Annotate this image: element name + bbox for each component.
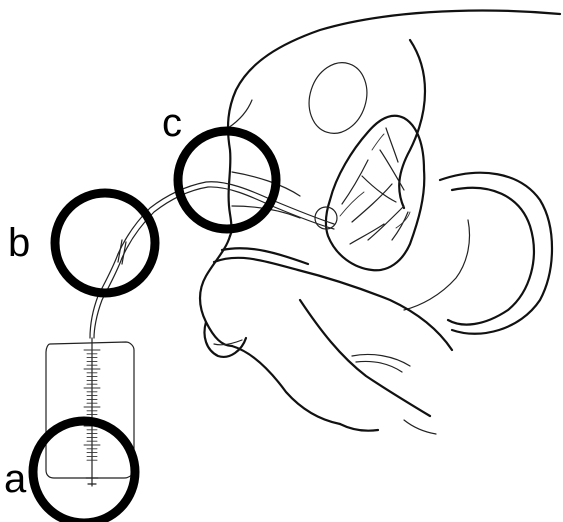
label-b: b — [8, 221, 30, 265]
callout-circle-c — [178, 131, 276, 229]
catheter-tube — [90, 182, 337, 338]
callout-circle-b — [55, 193, 155, 293]
drainage-bag — [46, 338, 134, 486]
bladder-organ — [326, 116, 424, 271]
callout-circles — [33, 131, 276, 522]
callout-circle-a — [33, 421, 135, 522]
label-a: a — [4, 457, 27, 501]
label-c: c — [162, 101, 182, 145]
